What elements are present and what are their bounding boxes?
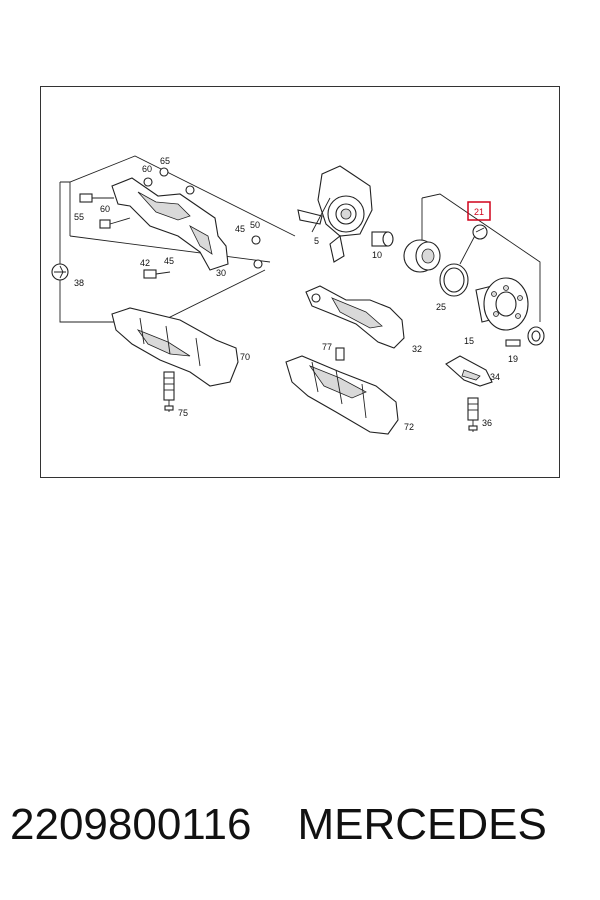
bracket-part-34 bbox=[445, 355, 493, 387]
cross-member-part-30 bbox=[111, 177, 229, 271]
callout-75: 75 bbox=[178, 408, 188, 418]
callout-60: 60 bbox=[142, 164, 152, 174]
part-number: 2209800116 bbox=[10, 800, 252, 849]
bearing-part-21 bbox=[403, 239, 441, 273]
callout-32: 32 bbox=[412, 344, 422, 354]
callout-19: 19 bbox=[508, 354, 518, 364]
callout-36: 36 bbox=[482, 418, 492, 428]
callout-21: 21 bbox=[474, 207, 484, 217]
callout-42: 42 bbox=[140, 258, 150, 268]
callout-10: 10 bbox=[372, 250, 382, 260]
callout-55: 55 bbox=[74, 212, 84, 222]
axle-nut-part bbox=[527, 326, 545, 346]
caption: 2209800116 MERCEDES bbox=[10, 800, 600, 860]
exploded-parts-diagram: 65 60 55 60 45 50 42 45 30 38 5 10 21 25… bbox=[51, 155, 545, 435]
lower-panel-part-72 bbox=[285, 355, 399, 435]
control-arm-part-32 bbox=[305, 285, 405, 349]
wheel-hub-part-15 bbox=[475, 277, 529, 331]
callout-5: 5 bbox=[314, 236, 319, 246]
callout-72: 72 bbox=[404, 422, 414, 432]
bolt-part-36 bbox=[467, 397, 479, 432]
brand-name: MERCEDES bbox=[297, 800, 547, 849]
callout-65: 65 bbox=[160, 156, 170, 166]
callout-50: 50 bbox=[250, 220, 260, 230]
bolt-parts-55-60 bbox=[79, 167, 263, 279]
callout-34: 34 bbox=[490, 372, 500, 382]
wrench-icon bbox=[51, 263, 69, 281]
callout-15: 15 bbox=[464, 336, 474, 346]
bolt-part-77 bbox=[335, 347, 345, 361]
bolt-part-75 bbox=[163, 371, 175, 412]
callout-38: 38 bbox=[74, 278, 84, 288]
underbody-panel-part-70 bbox=[111, 307, 239, 387]
callout-30: 30 bbox=[216, 268, 226, 278]
callout-45: 45 bbox=[235, 224, 245, 234]
seal-part-21 bbox=[472, 224, 488, 240]
stud-part-19 bbox=[505, 339, 521, 347]
snap-ring-part-25 bbox=[439, 263, 469, 297]
highlight-box-21 bbox=[467, 201, 491, 221]
callout-77: 77 bbox=[322, 342, 332, 352]
callout-70: 70 bbox=[240, 352, 250, 362]
knuckle-part-5 bbox=[297, 165, 373, 263]
callout-45: 45 bbox=[164, 256, 174, 266]
callout-60: 60 bbox=[100, 204, 110, 214]
diagram-frame bbox=[40, 86, 560, 478]
callout-25: 25 bbox=[436, 302, 446, 312]
assembly-group-lines bbox=[59, 155, 296, 323]
bushing-part-10 bbox=[371, 231, 394, 247]
